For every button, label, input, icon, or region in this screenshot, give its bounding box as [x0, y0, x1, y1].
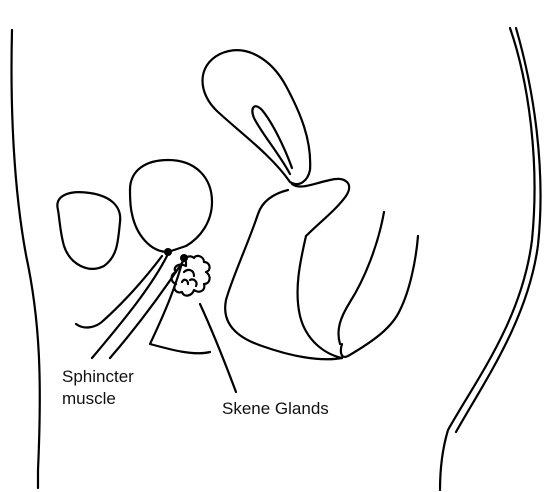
uterus — [201, 49, 312, 186]
skene-leader — [198, 302, 238, 394]
vaginal-anterior-wall — [224, 188, 344, 361]
sphincter-leader-left — [90, 252, 170, 360]
label-sphincter-line2: muscle — [62, 389, 116, 408]
rectum-lower-wall — [339, 234, 420, 358]
bladder — [128, 158, 214, 254]
rectum-upper-wall — [337, 210, 386, 346]
right-body-outline-inner — [454, 26, 542, 434]
left-body-outline — [10, 28, 41, 490]
skene-glands-inner-lobes — [180, 268, 198, 288]
pubic-bone — [56, 191, 122, 270]
urethra-posterior-wall — [148, 254, 212, 355]
sphincter-dot-left — [164, 248, 172, 256]
right-body-outline-outer — [438, 26, 536, 492]
uterine-cavity — [251, 105, 294, 176]
label-sphincter-line1: Sphincter — [62, 367, 134, 386]
vaginal-posterior-wall — [296, 234, 344, 360]
urethra-anterior-wall — [74, 254, 164, 329]
label-skene-glands: Skene Glands — [222, 399, 329, 418]
sphincter-leader-right — [108, 258, 186, 360]
cervix — [290, 177, 351, 238]
